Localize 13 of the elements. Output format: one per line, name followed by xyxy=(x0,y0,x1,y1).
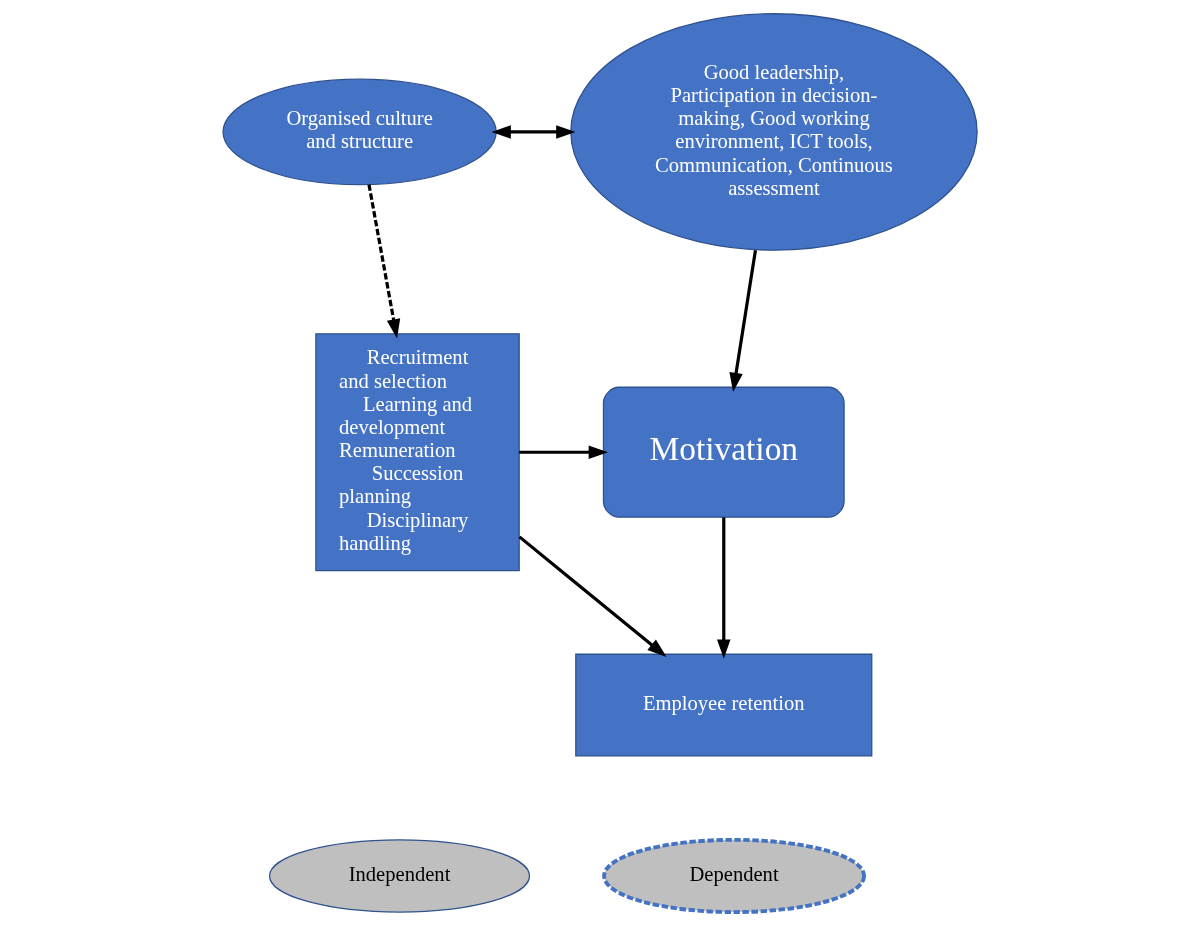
arrow xyxy=(518,535,667,658)
arrow xyxy=(717,517,731,659)
arrow xyxy=(519,445,608,460)
node-ellipse: Independent xyxy=(268,839,531,913)
node-box: Employee retention xyxy=(575,653,873,757)
node-ellipse: Dependent xyxy=(602,837,866,914)
arrow xyxy=(729,249,758,393)
arrow xyxy=(491,125,576,139)
node-ellipse: Good leadership, Participation in decision-making, Good working environment, ICT tools, Communication, Continuous assessment xyxy=(570,13,978,251)
arrow xyxy=(367,184,401,339)
node-box: Recruitment and selection Learning and development Remuneration Succession planning Disciplinary handling xyxy=(315,333,520,572)
node-box: Motivation xyxy=(602,386,845,518)
node-ellipse: Organised culture and structure xyxy=(222,78,497,186)
